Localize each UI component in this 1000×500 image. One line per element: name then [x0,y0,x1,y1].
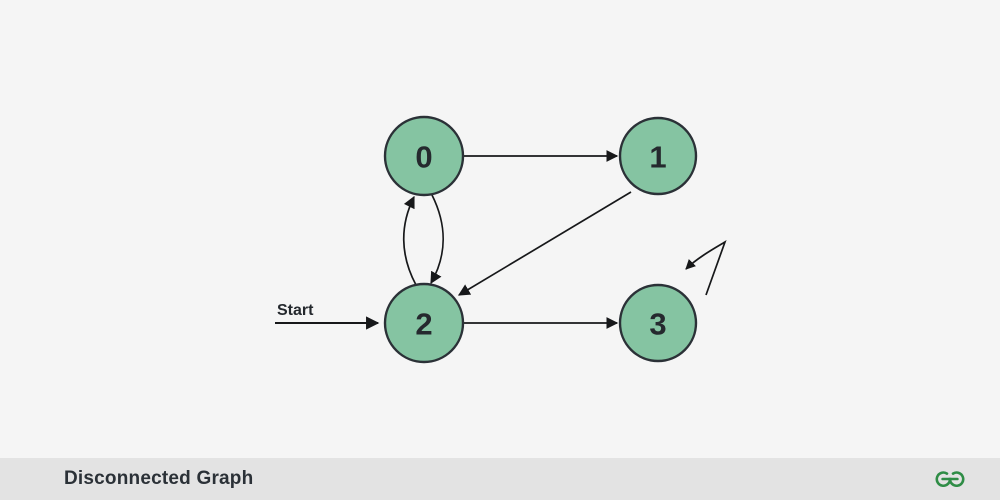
start-label: Start [277,302,314,319]
node-1-circle[interactable] [618,116,698,196]
footer-bar: Disconnected Graph [0,458,1000,500]
graph-diagram: Start 0 1 2 3 [275,115,727,364]
node-2-circle[interactable] [383,282,465,364]
node-0-circle[interactable] [383,115,465,197]
graph-node-0[interactable]: 0 [383,115,465,197]
node-3-circle[interactable] [618,283,698,363]
edge-2-to-0 [402,195,417,286]
start-marker: Start [275,302,380,330]
edge-3-self-loop [685,240,727,296]
footer-caption: Disconnected Graph [64,468,254,489]
node-0-label: 0 [415,140,432,175]
gfg-logo-icon [935,471,965,488]
graph-node-2[interactable]: 2 [383,282,465,364]
geeksforgeeks-logo [928,467,972,491]
graph-node-1[interactable]: 1 [618,116,698,196]
graph-node-3[interactable]: 3 [618,283,698,363]
node-3-label: 3 [649,307,666,342]
edge-0-to-2 [430,194,444,285]
diagram-canvas: Start 0 1 2 3 [275,115,727,364]
node-1-label: 1 [649,140,666,175]
node-2-label: 2 [415,307,432,342]
edge-1-to-2 [457,191,632,296]
